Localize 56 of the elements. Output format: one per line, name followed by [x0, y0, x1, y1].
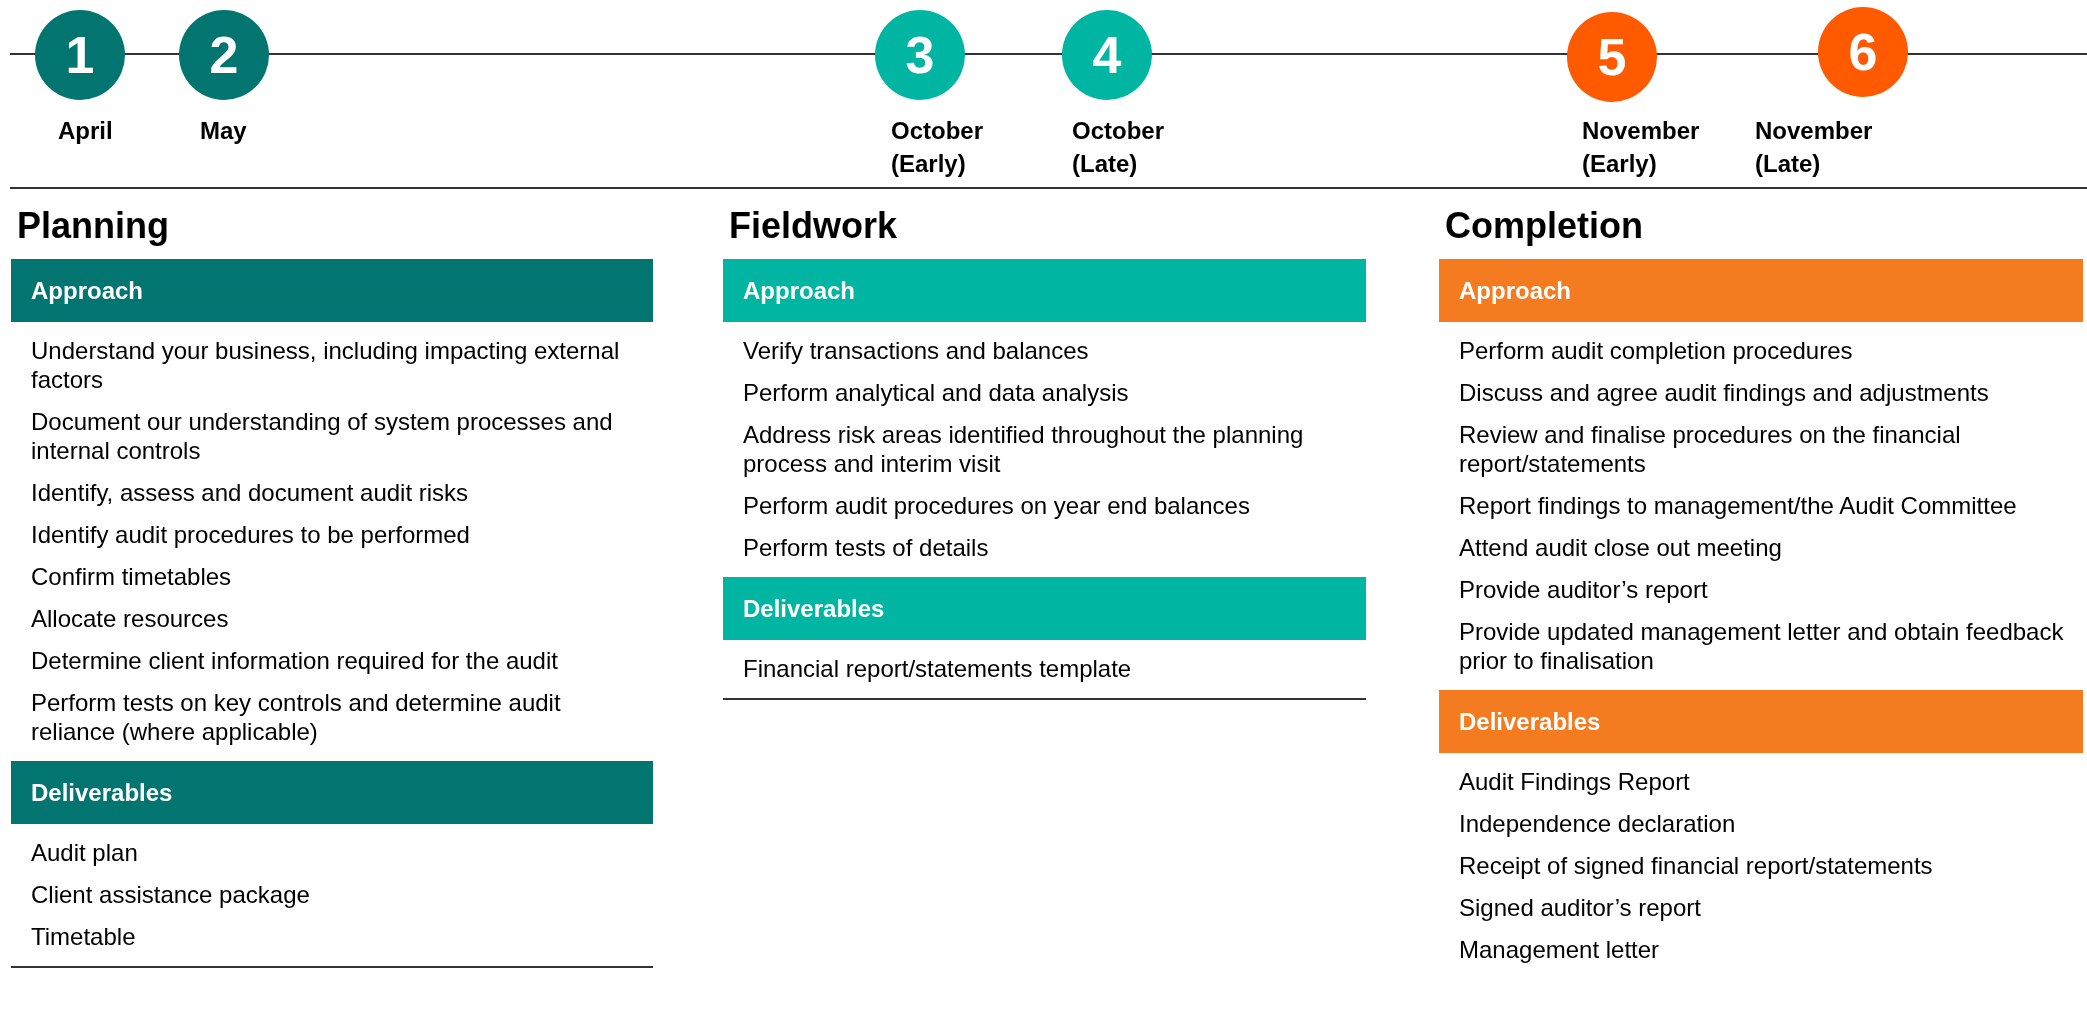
list-item: Report findings to management/the Audit Committee: [1459, 491, 2017, 520]
list-item: Independence declaration: [1459, 809, 1736, 838]
section-header-bar: [1439, 259, 2083, 322]
list-item: Receipt of signed financial report/statements: [1459, 851, 1933, 880]
phase-heading: Completion: [1445, 205, 1643, 247]
list-item: Provide auditor’s report: [1459, 575, 1708, 604]
section-header-bar: [11, 259, 653, 322]
list-item: Provide updated management letter and obtain feedback prior to finalisation: [1459, 617, 2065, 675]
list-item: Timetable: [31, 922, 136, 951]
milestone-number: 6: [1848, 22, 1878, 82]
section-title: Approach: [31, 276, 143, 305]
list-item: Understand your business, including impacting external factors: [31, 336, 621, 394]
list-item: Management letter: [1459, 935, 1660, 964]
month-label: October (Early): [891, 116, 984, 179]
list-item: Perform audit completion procedures: [1459, 336, 1853, 365]
list-item: Address risk areas identified throughout the planning process and interim visit: [743, 420, 1305, 478]
milestone-number: 4: [1092, 25, 1122, 85]
list-item: Audit Findings Report: [1459, 767, 1690, 796]
milestone-number: 5: [1597, 27, 1627, 87]
list-item: Review and finalise procedures on the financial report/statements: [1459, 420, 1962, 478]
section-header-bar: [1439, 690, 2083, 753]
list-item: Identify audit procedures to be performed: [31, 520, 470, 549]
month-label: November (Early): [1582, 116, 1701, 179]
list-item: Determine client information required for the audit: [31, 646, 558, 675]
list-item: Financial report/statements template: [743, 654, 1132, 683]
list-item: Attend audit close out meeting: [1459, 533, 1782, 562]
list-item: Perform tests of details: [743, 533, 989, 562]
section-header-bar: [723, 577, 1366, 640]
milestone-number: 2: [209, 25, 239, 85]
month-label: April: [58, 116, 114, 146]
list-item: Verify transactions and balances: [743, 336, 1089, 365]
milestone-number: 3: [905, 25, 935, 85]
section-header-bar: [11, 761, 653, 824]
list-item: Confirm timetables: [31, 562, 232, 591]
phase-heading: Planning: [17, 205, 169, 247]
list-item: Audit plan: [31, 838, 138, 867]
list-item: Signed auditor’s report: [1459, 893, 1701, 922]
section-title: Deliverables: [743, 594, 885, 623]
month-label: November (Late): [1755, 116, 1874, 179]
month-label: May: [200, 116, 248, 146]
list-item: Perform analytical and data analysis: [743, 378, 1129, 407]
milestone-number: 1: [65, 25, 95, 85]
list-item: Document our understanding of system processes and internal controls: [31, 407, 614, 465]
section-title: Approach: [1459, 276, 1571, 305]
section-title: Deliverables: [1459, 707, 1601, 736]
month-label: October (Late): [1072, 116, 1165, 179]
list-item: Identify, assess and document audit risks: [31, 478, 469, 507]
list-item: Allocate resources: [31, 604, 229, 633]
section-title: Approach: [743, 276, 855, 305]
section-header-bar: [723, 259, 1366, 322]
list-item: Discuss and agree audit findings and adjustments: [1459, 378, 1989, 407]
list-item: Perform tests on key controls and determine audit reliance (where applicable): [31, 688, 562, 746]
list-item: Client assistance package: [31, 880, 310, 909]
phase-heading: Fieldwork: [729, 205, 898, 247]
section-title: Deliverables: [31, 778, 173, 807]
list-item: Perform audit procedures on year end balances: [743, 491, 1250, 520]
